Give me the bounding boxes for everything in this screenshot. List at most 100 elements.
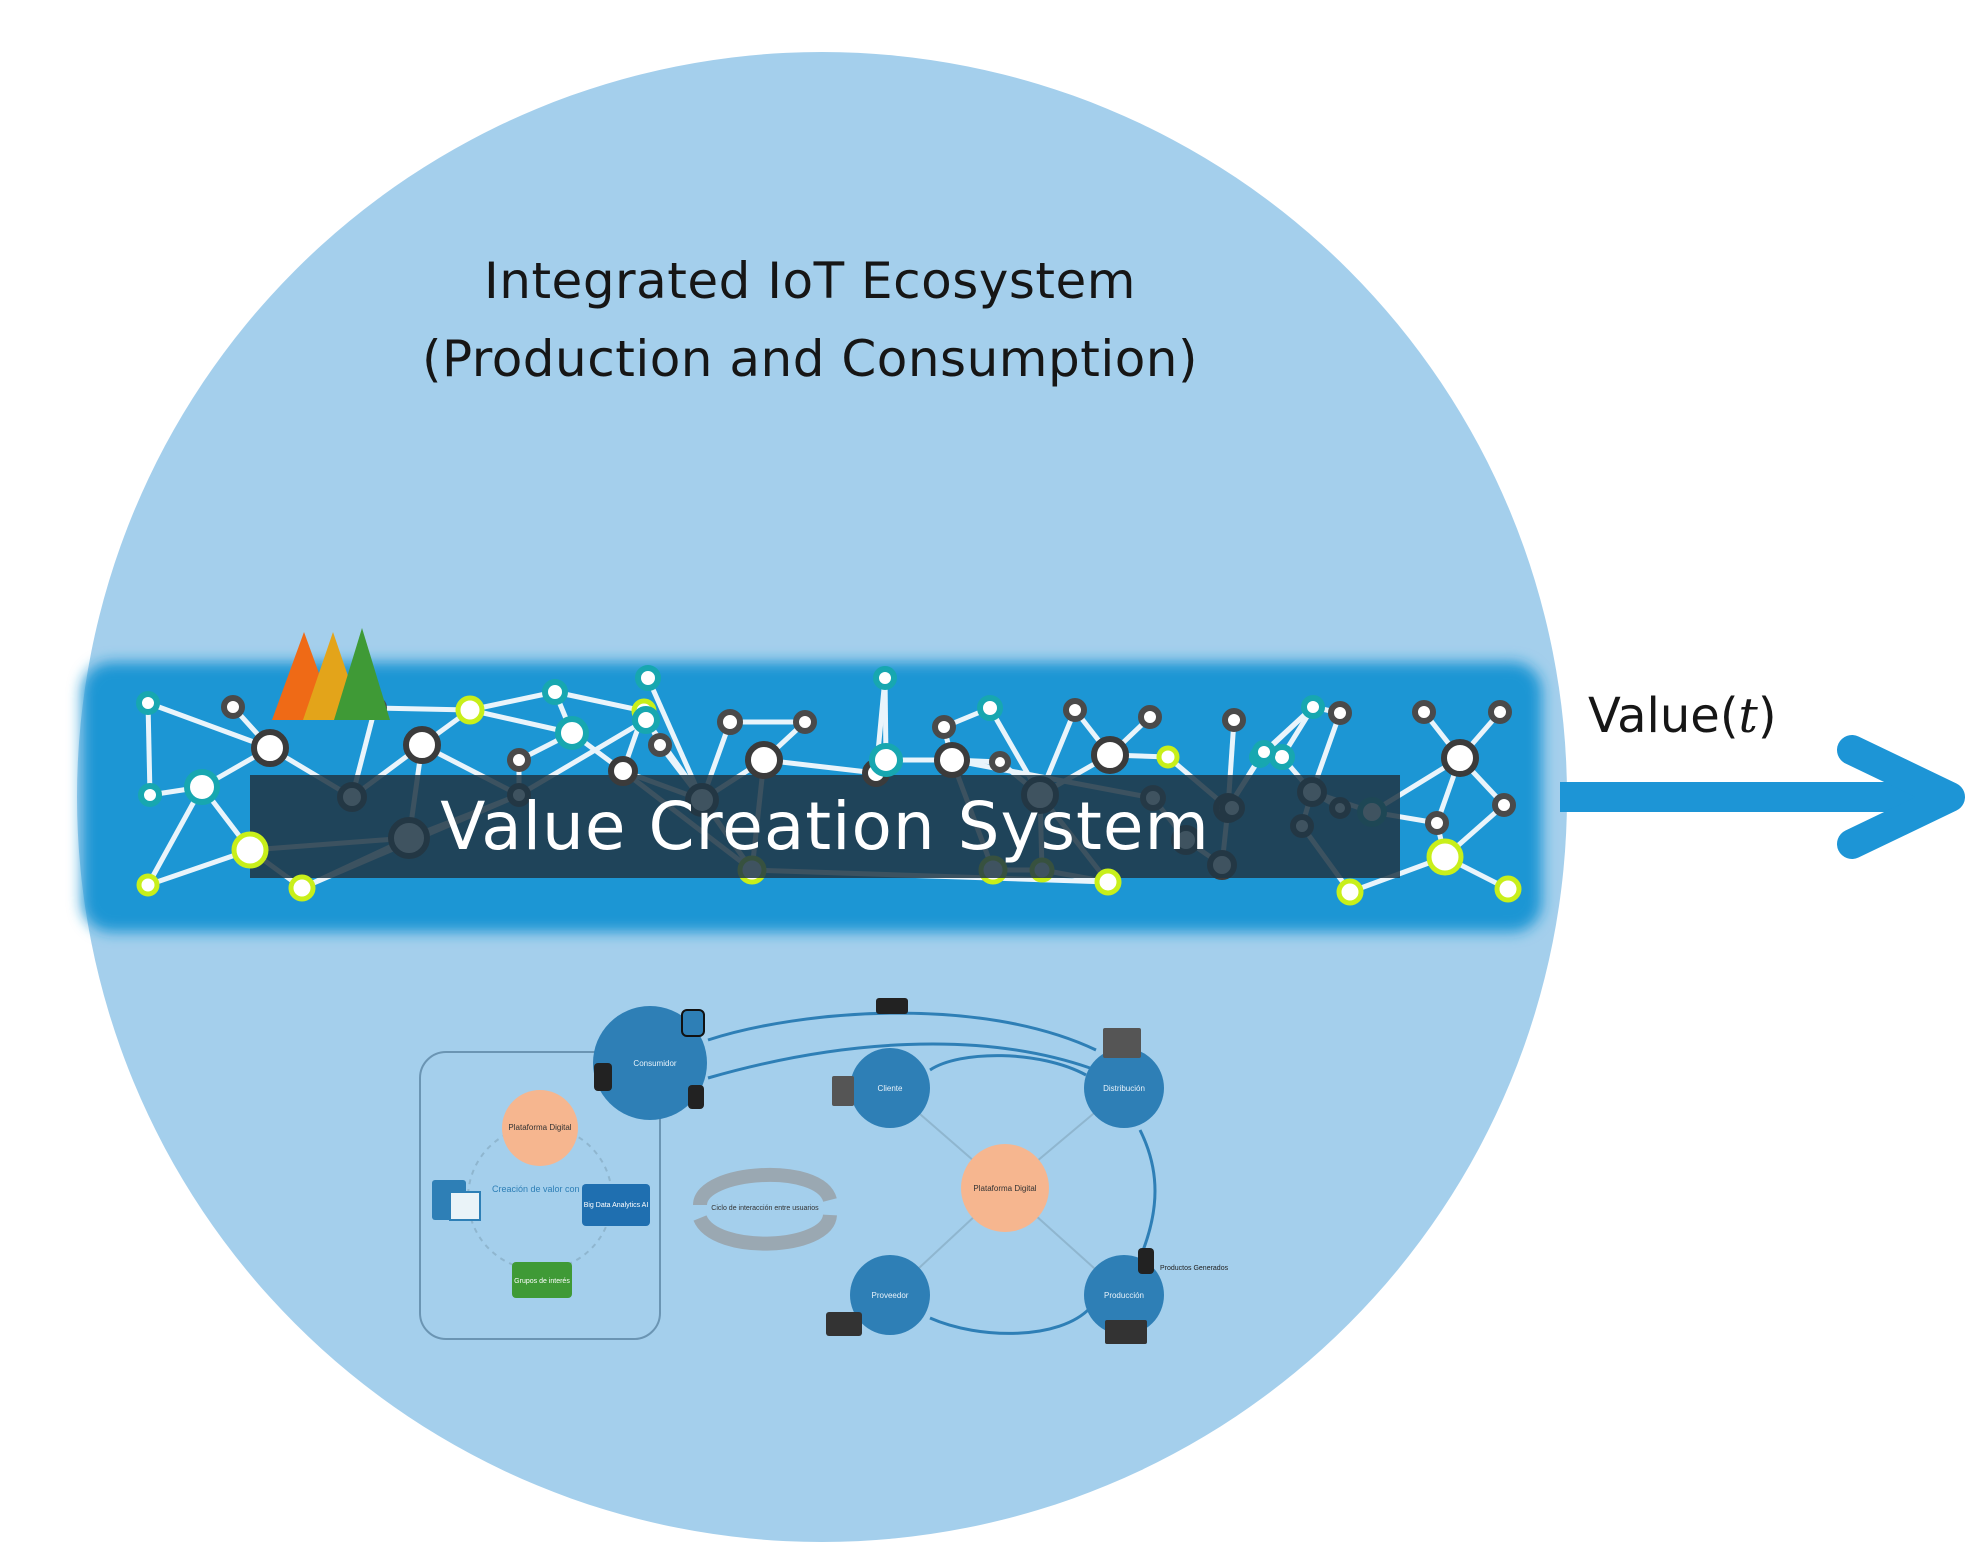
network-node — [288, 874, 316, 902]
network-edge — [145, 785, 205, 887]
network-node — [1488, 700, 1512, 724]
network-node — [1328, 701, 1352, 725]
cycle-arrow-top — [693, 1167, 837, 1207]
value-output-prefix: Value( — [1588, 688, 1739, 744]
network-node — [1091, 736, 1129, 774]
network-node — [934, 742, 970, 778]
value-creation-label-box — [250, 775, 1400, 878]
network-edge — [374, 705, 471, 713]
value-output-variable: t — [1738, 688, 1758, 744]
network-node — [1426, 838, 1464, 876]
forklift-icon — [826, 1312, 862, 1336]
network-node — [648, 733, 672, 757]
inset-right-platform-label: Plataforma Digital — [973, 1184, 1036, 1193]
worker-icon — [1138, 1248, 1154, 1274]
green-triangle — [334, 628, 390, 720]
network-node — [555, 716, 589, 750]
network-node — [455, 695, 485, 725]
inset-distribution-label: Distribución — [1103, 1084, 1145, 1093]
network-edge — [145, 702, 153, 796]
inset-flow-5 — [707, 1042, 1091, 1080]
arrow-head — [1837, 735, 1965, 859]
network-node — [989, 751, 1011, 773]
inset-flow-2 — [1138, 1129, 1157, 1259]
network-node — [136, 691, 160, 715]
server-icon — [832, 1076, 854, 1106]
network-node — [136, 873, 160, 897]
network-node — [932, 715, 956, 739]
inset-bigdata-box — [582, 1184, 650, 1226]
inset-building-icon-2 — [449, 1191, 481, 1221]
network-node — [608, 756, 638, 786]
network-node — [1222, 708, 1246, 732]
network-node — [542, 679, 568, 705]
value-output-label: Value(t) — [1588, 688, 1777, 744]
crane-icon — [1105, 1320, 1147, 1344]
factory-icon — [1103, 1028, 1141, 1058]
network-node — [1252, 740, 1276, 764]
inset-left-center-text: Creación de valor con la información — [492, 1184, 638, 1194]
network-node — [635, 665, 661, 691]
network-node — [873, 666, 897, 690]
inset-client-node — [850, 1048, 930, 1128]
network-node — [1494, 875, 1522, 903]
person-icon-1 — [594, 1063, 612, 1091]
network-node — [1336, 878, 1364, 906]
triangles-logo — [272, 628, 390, 720]
diagram-title-line-2: (Production and Consumption) — [421, 330, 1199, 388]
inset-groups-label: Grupos de interés — [514, 1278, 570, 1285]
network-node — [1156, 745, 1180, 769]
network-node — [507, 748, 531, 772]
inset-flow-3 — [929, 1054, 1087, 1077]
person-icon-3 — [681, 1009, 705, 1037]
person-icon-2 — [688, 1085, 704, 1109]
network-edge — [554, 689, 645, 714]
network-node — [745, 741, 783, 779]
cycle-arrow-bottom — [693, 1213, 837, 1251]
network-node — [977, 695, 1003, 721]
inset-consumer-node — [593, 1006, 707, 1120]
value-creation-label: Value Creation System — [440, 788, 1210, 865]
cycle-label: Ciclo de interacción entre usuarios — [711, 1205, 819, 1212]
inset-distribution-node — [1084, 1048, 1164, 1128]
inset-right-platform-node — [961, 1144, 1049, 1232]
network-node — [1441, 739, 1479, 777]
network-node — [869, 743, 903, 777]
inset-production-node — [1084, 1255, 1164, 1335]
network-edge — [469, 707, 573, 736]
network-node — [138, 783, 162, 807]
network-node — [221, 695, 245, 719]
network-node — [251, 729, 289, 767]
inset-flow-1 — [929, 1306, 1092, 1335]
network-node — [1138, 705, 1162, 729]
inset-provider-label: Proveedor — [872, 1291, 909, 1300]
value-output-suffix: ) — [1757, 688, 1777, 744]
inset-production-label: Producción — [1104, 1291, 1144, 1300]
inset-illustration: Plataforma Digital Consumidor Creación d… — [419, 998, 1229, 1344]
network-node — [717, 709, 743, 735]
network-node — [632, 706, 660, 734]
network-node — [231, 831, 269, 869]
value-output-arrow — [1560, 735, 1965, 859]
network-node — [1301, 695, 1325, 719]
inset-provider-node — [850, 1255, 930, 1335]
network-node — [403, 726, 441, 764]
network-node — [1094, 868, 1122, 896]
inset-left-panel — [419, 1051, 661, 1340]
network-node — [793, 710, 817, 734]
network-node — [184, 769, 220, 805]
truck-icon — [876, 998, 908, 1014]
network-edge — [147, 700, 271, 751]
iot-network-front — [136, 665, 1522, 906]
diagram-title-line-1: Integrated IoT Ecosystem — [484, 252, 1136, 310]
inset-products-label: Productos Generados — [1160, 1265, 1229, 1272]
inset-bigdata-label: Big Data Analytics AI — [584, 1202, 649, 1209]
inset-groups-box — [512, 1262, 572, 1298]
inset-consumer-label: Consumidor — [633, 1059, 676, 1068]
inset-platform-label: Plataforma Digital — [508, 1123, 571, 1132]
inset-platform-node — [502, 1090, 578, 1166]
network-node — [1425, 811, 1449, 835]
network-node — [1063, 698, 1087, 722]
inset-interaction-cycle: Ciclo de interacción entre usuarios — [693, 1167, 837, 1251]
